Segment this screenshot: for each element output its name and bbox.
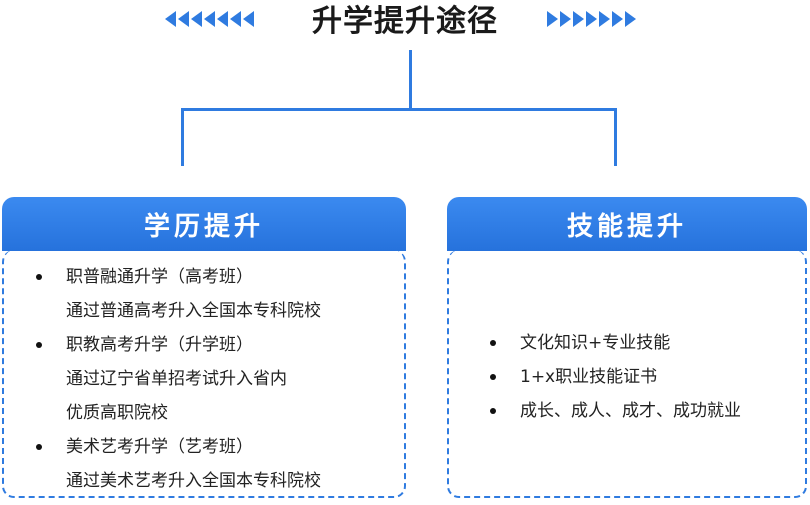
right-arrow-icon <box>612 11 623 27</box>
list-item: 职普融通升学（高考班） 通过普通高考升入全国本专科院校 <box>36 260 396 328</box>
list-item-title: 职普融通升学（高考班） <box>66 267 253 287</box>
left-box-header: 学历提升 <box>2 197 406 251</box>
connector-horizontal <box>181 108 617 111</box>
right-arrow-icon <box>586 11 597 27</box>
diagram-title: 升学提升途径 <box>312 4 498 39</box>
list-item-title: 美术艺考升学（艺考班） <box>66 437 253 457</box>
list-item: 职教高考升学（升学班） 通过辽宁省单招考试升入省内 优质高职院校 <box>36 328 396 430</box>
right-box-frame <box>447 250 807 498</box>
right-arrow-icon <box>573 11 584 27</box>
right-arrow-icon <box>599 11 610 27</box>
list-item-detail: 通过美术艺考升入全国本专科院校 <box>66 471 321 491</box>
right-box-title: 技能提升 <box>566 211 687 242</box>
left-box-list: 职普融通升学（高考班） 通过普通高考升入全国本专科院校 职教高考升学（升学班） … <box>36 260 396 498</box>
left-arrow-icon <box>243 11 254 27</box>
left-box-title: 学历提升 <box>143 211 264 242</box>
left-arrow-icon <box>191 11 202 27</box>
bullet-icon <box>490 374 496 380</box>
list-item-text: 文化知识+专业技能 <box>520 333 671 353</box>
bullet-icon <box>36 444 42 450</box>
list-item-detail: 通过辽宁省单招考试升入省内 <box>66 369 287 389</box>
bullet-icon <box>36 342 42 348</box>
left-arrow-icon <box>230 11 241 27</box>
bullet-icon <box>36 274 42 280</box>
right-arrow-icon <box>547 11 558 27</box>
left-arrow-icon <box>217 11 228 27</box>
left-arrow-icon <box>204 11 215 27</box>
list-item: 1+x职业技能证书 <box>490 360 800 394</box>
list-item-title: 职教高考升学（升学班） <box>66 335 253 355</box>
right-arrow-icon <box>560 11 571 27</box>
right-box-list: 文化知识+专业技能 1+x职业技能证书 成长、成人、成才、成功就业 <box>490 326 800 428</box>
right-box-header: 技能提升 <box>447 197 807 251</box>
list-item-detail: 通过普通高考升入全国本专科院校 <box>66 301 321 321</box>
connector-right-branch <box>614 108 617 166</box>
list-item: 成长、成人、成才、成功就业 <box>490 394 800 428</box>
list-item: 文化知识+专业技能 <box>490 326 800 360</box>
connector-trunk <box>409 50 412 110</box>
left-arrow-icon <box>178 11 189 27</box>
left-arrow-decoration <box>165 11 256 29</box>
bullet-icon <box>490 408 496 414</box>
list-item-text: 1+x职业技能证书 <box>520 367 658 387</box>
list-item: 美术艺考升学（艺考班） 通过美术艺考升入全国本专科院校 <box>36 430 396 498</box>
left-box-frame <box>2 250 406 498</box>
list-item-text: 成长、成人、成才、成功就业 <box>520 401 741 421</box>
list-item-detail: 优质高职院校 <box>66 403 168 423</box>
right-arrow-icon <box>625 11 636 27</box>
connector-left-branch <box>181 108 184 166</box>
bullet-icon <box>490 340 496 346</box>
right-arrow-decoration <box>547 11 638 29</box>
left-arrow-icon <box>165 11 176 27</box>
